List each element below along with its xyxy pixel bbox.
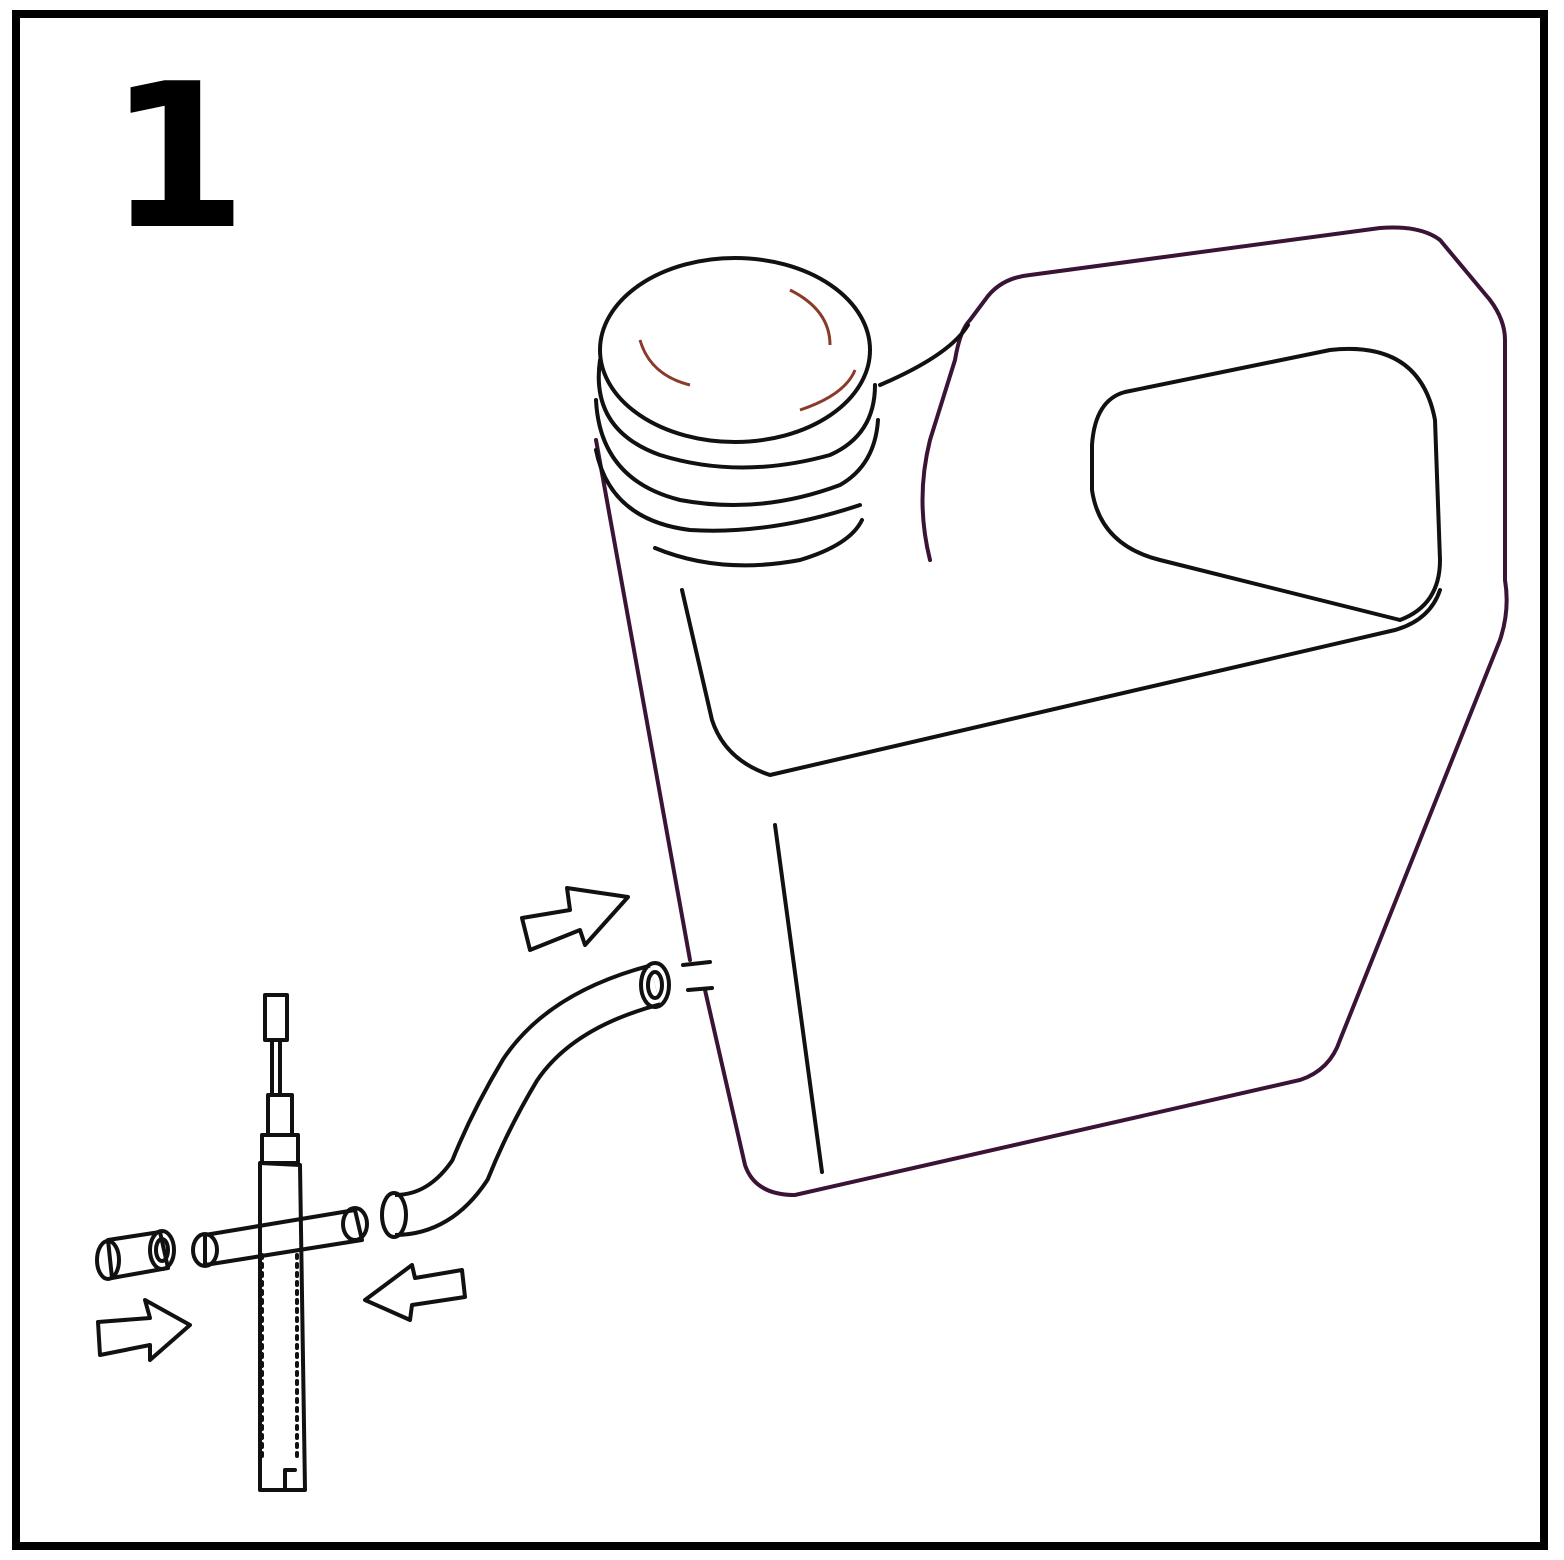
step-number: 1 [108,41,248,274]
arrow-up-right-icon [520,886,630,952]
connector-sleeve [95,1229,176,1281]
jerrycan-front-edge [773,823,824,1174]
jerrycan-panel-line [680,588,1442,777]
jerrycan-spout [681,960,714,992]
panel-border [12,10,1548,1550]
jerrycan [594,225,1509,1198]
jerrycan-cap [594,256,880,568]
jerrycan-body-outline [594,225,1509,1198]
arrow-right-icon [96,1298,192,1362]
arrow-icons [96,886,630,1362]
t-fitting-valve [191,993,369,1492]
arrow-left-icon [363,1263,467,1322]
jerrycan-handle-hole [1090,346,1442,622]
jerrycan-neck [878,323,970,387]
hose [380,961,671,1239]
